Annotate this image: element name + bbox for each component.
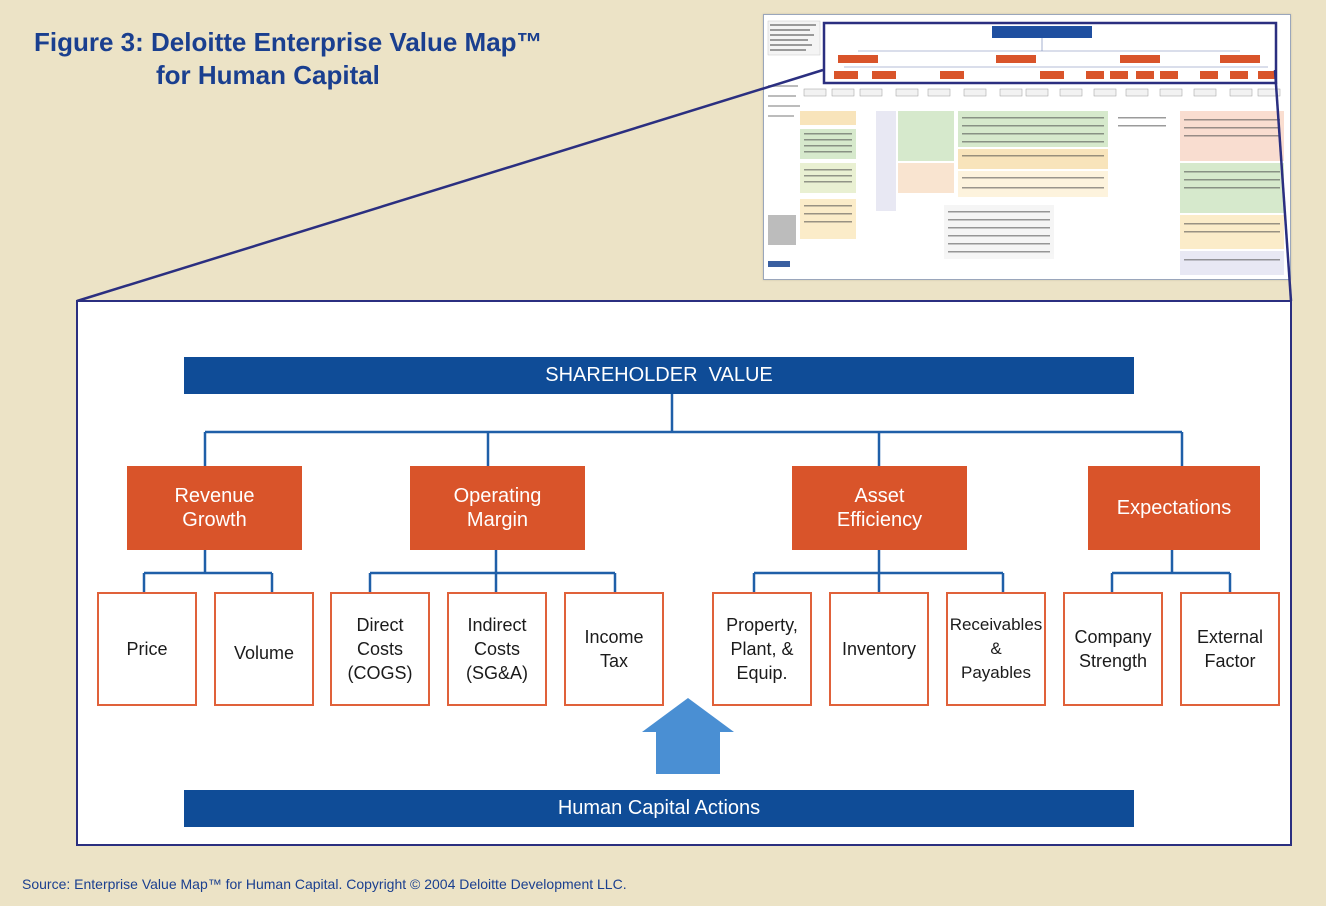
up-arrow-icon <box>642 698 734 774</box>
driver-revenue-growth-label: Revenue Growth <box>174 485 255 531</box>
leaf-income-tax-label: Income Tax <box>584 627 644 671</box>
leaf-indirect-costs: Indirect Costs (SG&A) <box>447 592 547 706</box>
figure-title-line2: for Human Capital <box>156 60 380 90</box>
shareholder-value-bar: SHAREHOLDER VALUE <box>184 357 1134 394</box>
leaf-external-factor-label: External Factor <box>1196 627 1264 671</box>
human-capital-actions-label: Human Capital Actions <box>557 797 761 819</box>
leaf-receivables-payables: Receivables & Payables <box>946 592 1046 706</box>
leaf-property-plant-equip-label: Property, Plant, & Equip. <box>726 615 798 683</box>
driver-expectations: Expectations <box>1088 466 1260 550</box>
leaf-receivables-payables-label: Receivables & Payables <box>949 615 1043 682</box>
leaf-volume: Volume <box>214 592 314 706</box>
thumbnail-graphic <box>767 20 1284 275</box>
leaf-volume-label: Volume <box>233 643 295 663</box>
driver-asset-efficiency: Asset Efficiency <box>792 466 967 550</box>
leaf-price: Price <box>97 592 197 706</box>
leaf-direct-costs-label: Direct Costs (COGS) <box>347 615 413 683</box>
leaf-company-strength: Company Strength <box>1063 592 1163 706</box>
leaf-direct-costs: Direct Costs (COGS) <box>330 592 430 706</box>
human-capital-actions-bar: Human Capital Actions <box>184 790 1134 827</box>
driver-operating-margin: Operating Margin <box>410 466 585 550</box>
driver-revenue-growth: Revenue Growth <box>127 466 302 550</box>
shareholder-value-label: SHAREHOLDER VALUE <box>545 364 773 386</box>
leaf-company-strength-label: Company Strength <box>1074 627 1152 671</box>
figure-title-line1: Figure 3: Deloitte Enterprise Value Map™ <box>34 27 543 57</box>
leaf-external-factor: External Factor <box>1180 592 1280 706</box>
leaf-price-label: Price <box>126 639 168 659</box>
leaf-indirect-costs-label: Indirect Costs (SG&A) <box>465 615 528 683</box>
value-map-panel: SHAREHOLDER VALUE Revenue Growth Operati… <box>76 300 1292 846</box>
leaf-property-plant-equip: Property, Plant, & Equip. <box>712 592 812 706</box>
source-note: Source: Enterprise Value Map™ for Human … <box>22 876 627 892</box>
driver-operating-margin-label: Operating Margin <box>453 485 542 531</box>
leaf-inventory: Inventory <box>829 592 929 706</box>
leaf-income-tax: Income Tax <box>564 592 664 706</box>
driver-asset-efficiency-label: Asset Efficiency <box>836 485 923 531</box>
figure-title: Figure 3: Deloitte Enterprise Value Map™… <box>34 26 543 92</box>
connector-lines <box>142 394 1232 774</box>
driver-expectations-label: Expectations <box>1116 497 1232 519</box>
value-map-thumbnail <box>763 14 1291 280</box>
leaf-inventory-label: Inventory <box>841 639 917 659</box>
